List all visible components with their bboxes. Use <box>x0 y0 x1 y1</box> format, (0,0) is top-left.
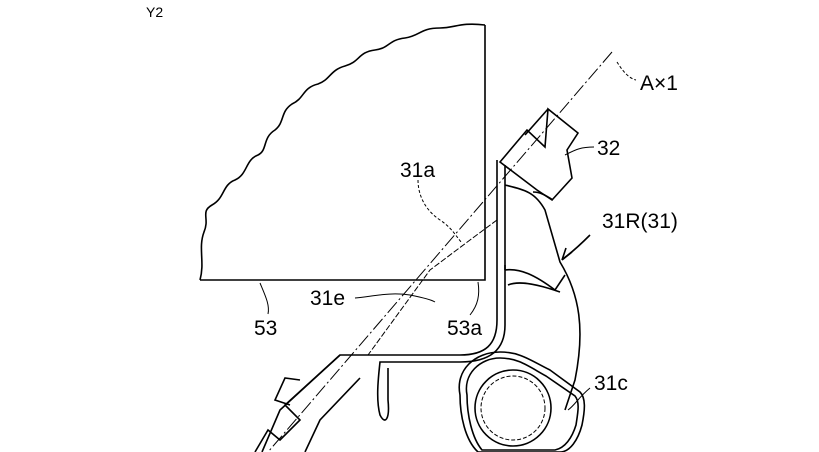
label-axis: A×1 <box>640 72 678 95</box>
part-31c <box>458 351 586 452</box>
view-label: Y2 <box>146 4 163 20</box>
axis-line <box>267 51 613 452</box>
leader-53 <box>259 282 269 315</box>
leader-31e <box>354 293 436 303</box>
arrowhead-31R <box>561 247 573 261</box>
label-32: 32 <box>597 137 620 160</box>
label-31R: 31R(31) <box>602 210 678 233</box>
leader-53a <box>469 281 480 316</box>
label-53: 53 <box>254 317 277 340</box>
leader-31a <box>417 179 463 244</box>
leader-32 <box>564 146 595 156</box>
label-53a: 53a <box>447 317 482 340</box>
part-53-outline <box>199 23 486 281</box>
leader-31c <box>567 387 591 411</box>
label-31c: 31c <box>594 372 628 395</box>
label-31e: 31e <box>310 287 345 310</box>
label-31a: 31a <box>400 159 435 182</box>
part-31R <box>254 160 581 452</box>
axis-leader <box>616 61 637 81</box>
